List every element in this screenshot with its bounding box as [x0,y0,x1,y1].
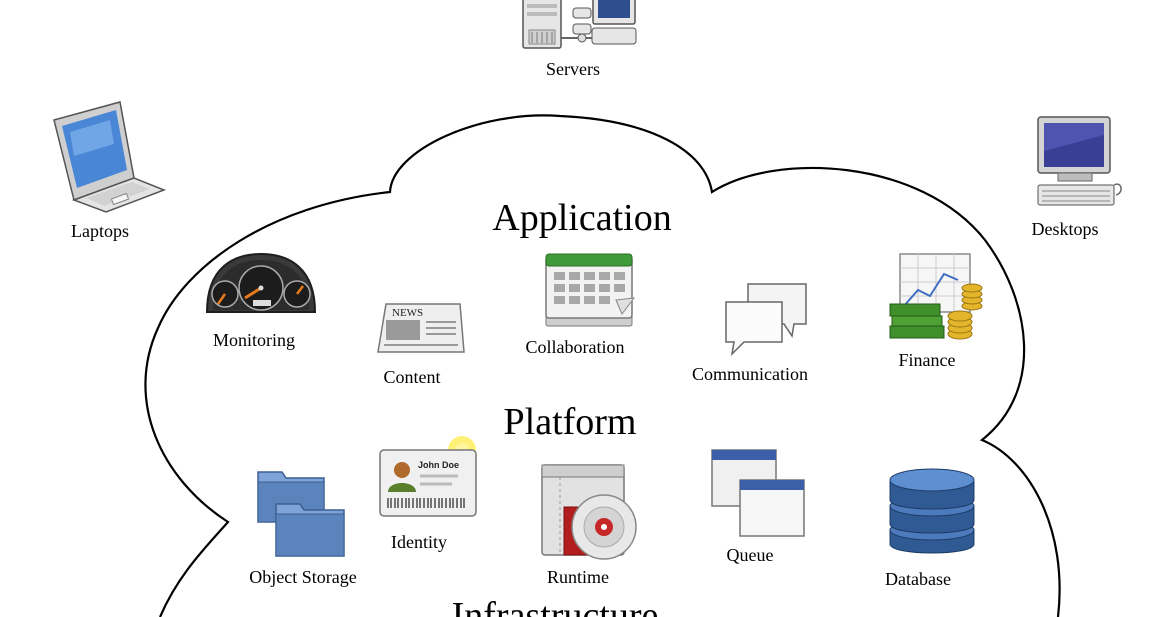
speech-bubbles-icon [725,283,807,357]
desktops-label: Desktops [1031,219,1099,239]
gauge-icon [205,252,317,313]
database-label: Database [885,569,951,589]
monitoring-label: Monitoring [212,330,296,350]
folders-icon [257,471,345,557]
application-heading: Application [492,197,672,239]
id-card-icon: John Doe [379,436,477,517]
laptop-icon [53,101,167,213]
collaboration-label: Collaboration [525,337,625,357]
communication-label: Communication [692,364,808,384]
runtime-icon [541,464,637,560]
finance-icon [889,253,983,340]
servers-icon [522,0,637,49]
servers-label: Servers [546,59,600,79]
calendar-icon [545,253,636,327]
id-name-text: John Doe [418,460,459,470]
runtime-label: Runtime [547,567,609,587]
queue-label: Queue [726,545,774,565]
identity-label: Identity [391,532,447,552]
content-label: Content [383,367,441,387]
platform-heading: Platform [503,401,637,443]
infrastructure-heading: Infrastructure [451,595,659,617]
newspaper-icon: NEWS [377,303,465,353]
object-storage-label: Object Storage [249,567,357,587]
database-icon [889,468,975,554]
news-text: NEWS [392,307,423,319]
desktop-icon [1037,116,1122,206]
laptops-label: Laptops [71,221,129,241]
queue-windows-icon [711,449,805,537]
finance-label: Finance [898,350,956,370]
